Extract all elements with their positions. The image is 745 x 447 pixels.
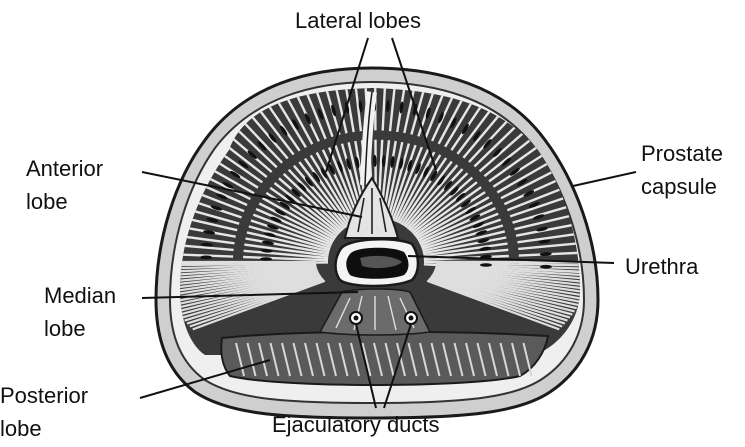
- label-prostate-capsule: Prostate capsule: [641, 137, 723, 203]
- gland-duct-mark: [200, 255, 212, 259]
- leader-capsule: [573, 172, 636, 186]
- label-lateral-lobes: Lateral lobes: [295, 4, 421, 37]
- gland-duct-mark: [480, 263, 492, 267]
- posterior-lobe-region: [221, 332, 548, 385]
- label-urethra: Urethra: [625, 250, 698, 283]
- label-median-lobe: Median lobe: [44, 279, 116, 345]
- gland-duct-mark: [540, 265, 552, 269]
- label-ejaculatory-ducts: Ejaculatory ducts: [272, 408, 440, 441]
- label-anterior-lobe: Anterior lobe: [26, 152, 103, 218]
- label-posterior-lobe: Posterior lobe: [0, 379, 88, 445]
- gland-duct-mark: [260, 257, 272, 261]
